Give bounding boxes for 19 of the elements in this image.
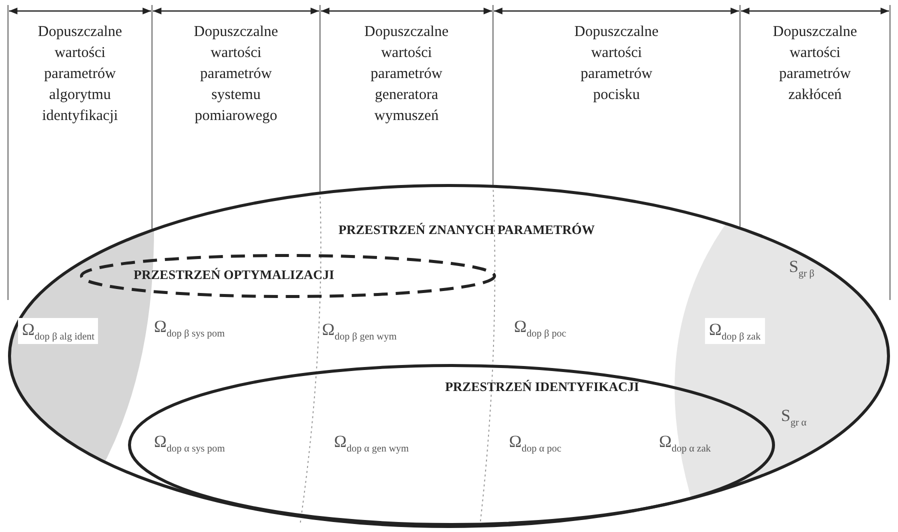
boundary-label: S$_{gr β}$	[788, 256, 816, 282]
column-heading: Dopuszczalne wartości parametrów systemu pomiarowego	[192, 23, 280, 126]
set-label: Ω$_{dop α gen wym}$	[333, 431, 410, 456]
set-label: Ω$_{dop α zak}$	[658, 431, 712, 456]
region-title: PRZESTRZEŃ IDENTYFIKACJI	[445, 378, 640, 395]
column-heading: Dopuszczalne wartości parametrów pocisku	[573, 23, 660, 105]
column-heading: Dopuszczalne wartości parametrów generatora wymuszeń	[363, 23, 450, 126]
set-label: Ω$_{dop α poc}$	[508, 431, 562, 456]
set-label: Ω$_{dop β sys pom}$	[153, 316, 226, 342]
set-label: Ω$_{dop β poc}$	[513, 316, 568, 342]
region-title: PRZESTRZEŃ OPTYMALIZACJI	[134, 267, 334, 284]
boundary-label: S$_{gr α}$	[780, 405, 808, 430]
column-heading: Dopuszczalne wartości parametrów algorytmu identyfikacji	[36, 23, 124, 126]
region-title: PRZESTRZEŃ ZNANYCH PARAMETRÓW	[338, 222, 595, 238]
set-label: Ω$_{dop β gen wym}$	[321, 319, 398, 344]
set-label: Ω$_{dop α sys pom}$	[153, 431, 226, 456]
column-heading: Dopuszczalne wartości parametrów zakłóceń	[772, 23, 858, 105]
set-label: Ω$_{dop β alg ident}$	[18, 318, 98, 344]
set-label: Ω$_{dop β zak}$	[705, 318, 765, 344]
